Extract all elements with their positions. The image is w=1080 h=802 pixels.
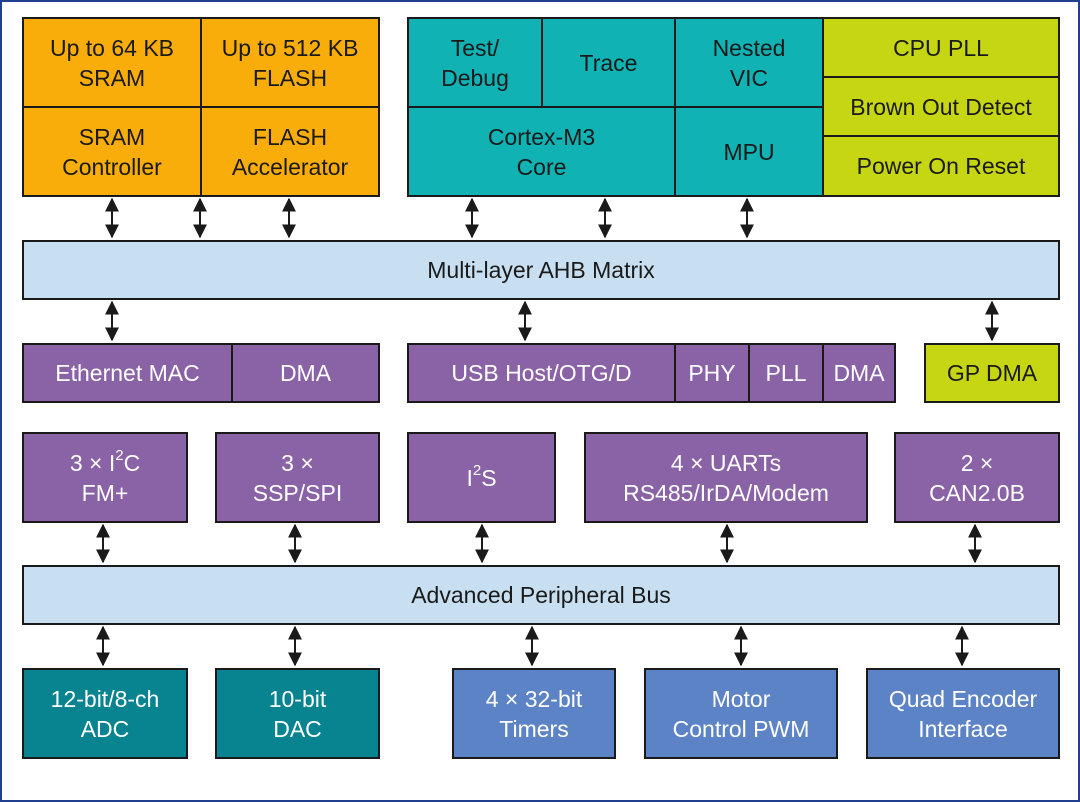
- ahb-matrix-label: Multi-layer AHB Matrix: [427, 257, 655, 283]
- flash-line-2: FLASH: [252, 64, 328, 91]
- i2s-sup: 2: [472, 461, 482, 479]
- gp-dma-label: GP DMA: [946, 360, 1038, 386]
- flash-accelerator-block: FLASH Accelerator: [200, 106, 380, 197]
- timers-line-2: Timers: [499, 715, 569, 742]
- test-debug-line-1: Test/: [450, 34, 500, 61]
- ssp-line-2: SSP/SPI: [252, 479, 343, 506]
- cpu-pll-label: CPU PLL: [893, 34, 989, 61]
- sram-controller-line-2: Controller: [62, 153, 162, 180]
- i2c-line-2: FM+: [81, 479, 129, 506]
- i2s-block: I2S: [407, 432, 556, 523]
- nvic-line-2: VIC: [729, 64, 769, 91]
- brown-out-detect-label: Brown Out Detect: [850, 93, 1032, 120]
- cortex-line-2: Core: [516, 153, 567, 180]
- i2s-label: I2S: [466, 463, 496, 493]
- usb-pll-block: PLL: [748, 343, 824, 403]
- uarts-line-1: 4 × UARTs: [670, 449, 782, 476]
- nvic-line-1: Nested: [712, 34, 786, 61]
- usb-host-otg-device-block: USB Host/OTG/D: [407, 343, 676, 403]
- mpu-label: MPU: [723, 138, 775, 165]
- usb-label: USB Host/OTG/D: [451, 360, 632, 386]
- ethernet-dma-block: DMA: [231, 343, 380, 403]
- ssp-line-1: 3 ×: [281, 449, 314, 476]
- i2c-line-1: 3 × I2C: [70, 448, 140, 478]
- flash-line-1: Up to 512 KB: [221, 34, 359, 61]
- i2c-suffix: C: [123, 449, 141, 476]
- ssp-spi-block: 3 × SSP/SPI: [215, 432, 380, 523]
- adc-line-2: ADC: [80, 715, 130, 742]
- i2s-suffix: S: [481, 464, 497, 491]
- flash-accelerator-line-1: FLASH: [252, 123, 328, 150]
- trace-label: Trace: [579, 49, 638, 76]
- i2c-prefix: 3 × I: [69, 449, 116, 476]
- usb-phy-block: PHY: [674, 343, 750, 403]
- can-line-2: CAN2.0B: [929, 479, 1025, 506]
- power-on-reset-block: Power On Reset: [822, 135, 1060, 197]
- phy-label: PHY: [688, 360, 736, 386]
- flash-block: Up to 512 KB FLASH: [200, 17, 380, 108]
- i2c-sup: 2: [115, 446, 124, 464]
- uarts-line-2: RS485/IrDA/Modem: [623, 479, 829, 506]
- qei-line-1: Quad Encoder: [888, 685, 1038, 712]
- sram-block: Up to 64 KB SRAM: [22, 17, 202, 108]
- apb-bus-label: Advanced Peripheral Bus: [411, 582, 671, 608]
- timers-line-1: 4 × 32-bit: [485, 685, 583, 712]
- i2s-prefix: I: [466, 464, 473, 491]
- can-block: 2 × CAN2.0B: [894, 432, 1060, 523]
- sram-controller-line-1: SRAM: [78, 123, 146, 150]
- usb-dma-label: DMA: [833, 360, 885, 386]
- qei-line-2: Interface: [918, 715, 1008, 742]
- i2c-block: 3 × I2C FM+: [22, 432, 188, 523]
- test-debug-line-2: Debug: [441, 64, 509, 91]
- apb-bus: Advanced Peripheral Bus: [22, 565, 1060, 625]
- dac-line-2: DAC: [273, 715, 322, 742]
- trace-block: Trace: [541, 17, 676, 108]
- ahb-matrix-bus: Multi-layer AHB Matrix: [22, 240, 1060, 300]
- sram-controller-block: SRAM Controller: [22, 106, 202, 197]
- adc-line-1: 12-bit/8-ch: [50, 685, 160, 712]
- dac-line-1: 10-bit: [268, 685, 327, 712]
- power-on-reset-label: Power On Reset: [856, 153, 1026, 179]
- ethernet-mac-label: Ethernet MAC: [55, 360, 200, 386]
- pll-label: PLL: [765, 360, 807, 386]
- mpu-block: MPU: [674, 106, 824, 197]
- pwm-line-2: Control PWM: [672, 715, 810, 742]
- can-line-1: 2 ×: [960, 449, 994, 476]
- gp-dma-block: GP DMA: [924, 343, 1060, 403]
- cortex-line-1: Cortex-M3: [487, 123, 596, 150]
- sram-line-2: SRAM: [78, 64, 146, 91]
- usb-dma-block: DMA: [822, 343, 896, 403]
- flash-accelerator-line-2: Accelerator: [231, 153, 349, 180]
- ethernet-mac-block: Ethernet MAC: [22, 343, 233, 403]
- ethernet-dma-label: DMA: [279, 360, 332, 386]
- pwm-line-1: Motor: [711, 685, 771, 712]
- sram-line-1: Up to 64 KB: [49, 34, 175, 61]
